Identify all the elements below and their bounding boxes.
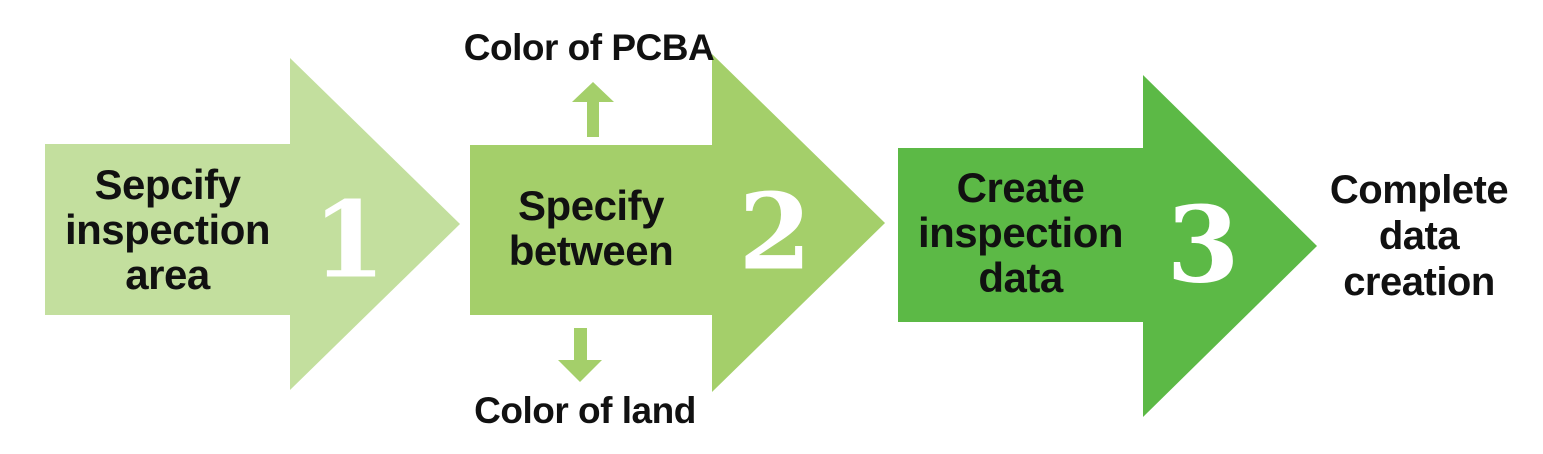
completion-label-line: creation	[1343, 260, 1495, 304]
step-3-label-line: data	[978, 254, 1063, 301]
up-arrow-icon-head	[572, 82, 614, 102]
completion-label-line: Complete	[1329, 168, 1509, 212]
step-2-label: Specify between	[470, 183, 712, 273]
down-arrow-icon-shaft	[574, 328, 587, 361]
step-2-arrow-body	[470, 145, 712, 315]
annotation-color-of-pcba: Color of PCBA	[463, 27, 715, 68]
step-1-label-line: inspection	[64, 206, 271, 253]
up-arrow-icon-shaft	[587, 100, 599, 137]
step-2-label-line: between	[508, 227, 674, 274]
step-3-label-line: inspection	[917, 209, 1124, 256]
annotation-color-of-land: Color of land	[474, 390, 696, 431]
completion-label: Complete data creation	[1308, 167, 1530, 305]
step-3-number: 3	[1166, 182, 1240, 307]
step-2-number: 2	[738, 169, 812, 294]
step-1-label-line: area	[125, 251, 210, 298]
step-1-label: Sepcify inspection area	[45, 162, 290, 297]
completion-label-line: data	[1378, 214, 1460, 258]
step-2-label-line: Specify	[518, 182, 664, 229]
step-1-label-line: Sepcify	[94, 161, 241, 208]
step-3-arrow-body	[898, 148, 1143, 322]
step-3-label-line: Create	[956, 164, 1085, 211]
down-arrow-icon-head	[558, 360, 602, 382]
step-3-label: Create inspection data	[898, 165, 1143, 300]
step-1-arrow-body	[45, 144, 290, 315]
step-1-number: 1	[312, 177, 386, 302]
